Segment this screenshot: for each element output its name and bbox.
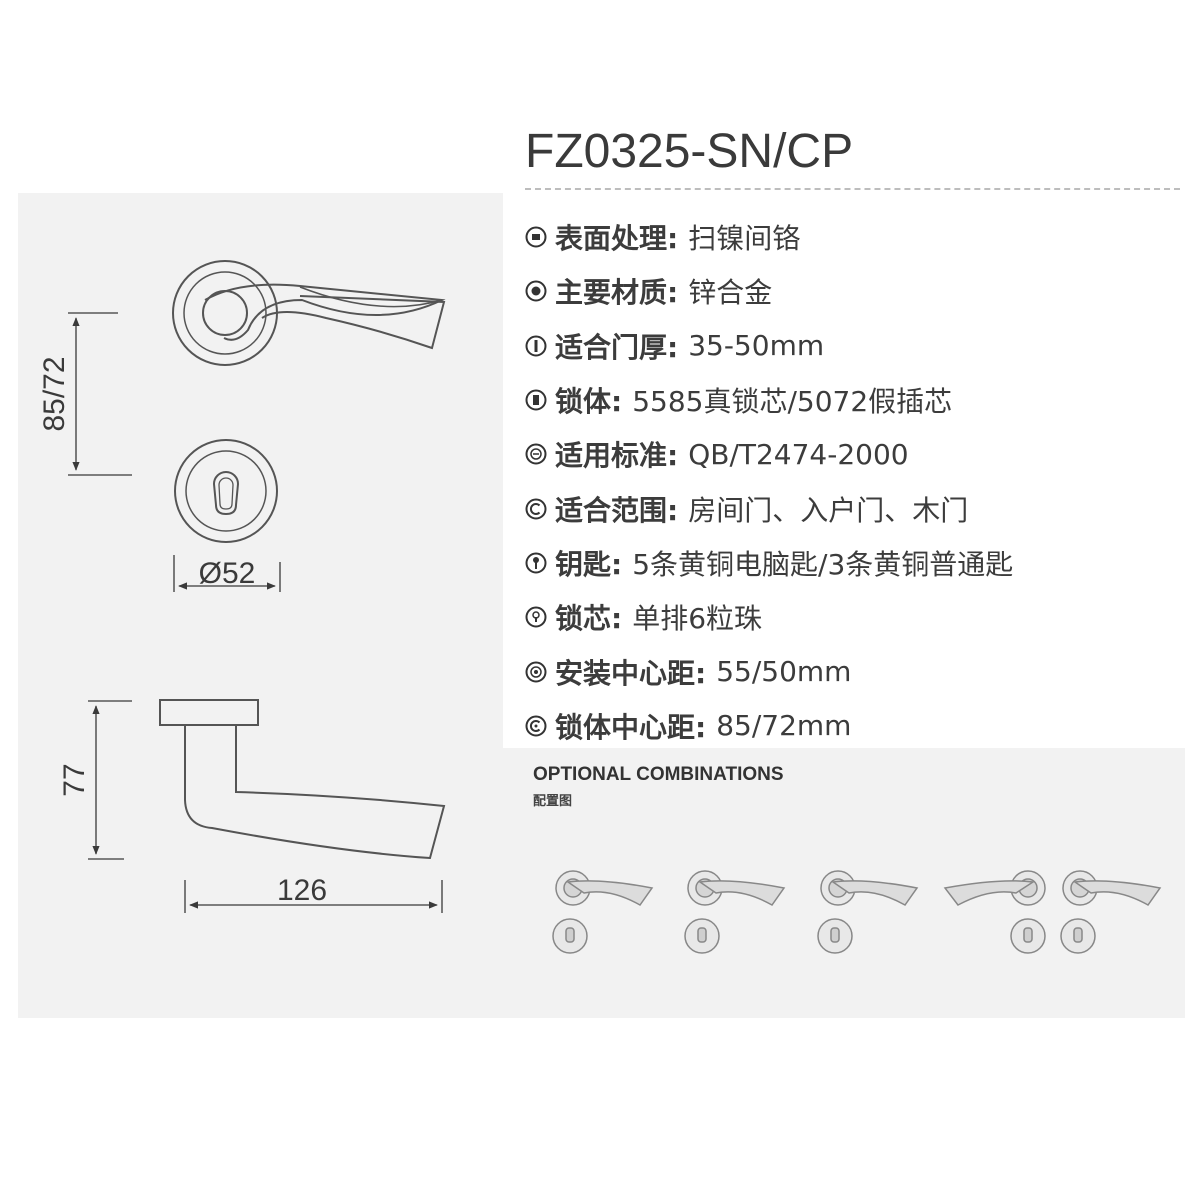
spec-value: 35-50mm <box>688 329 825 363</box>
door-thickness-icon <box>525 335 547 357</box>
spec-label: 适合门厚: <box>555 330 679 364</box>
spec-label: 适合范围: <box>555 493 679 527</box>
product-model-title: FZ0325-SN/CP <box>525 125 854 178</box>
spec-value: 单排6粒珠 <box>632 602 763 636</box>
optional-combinations-title: OPTIONAL COMBINATIONS <box>533 764 784 785</box>
combinations-panel <box>503 748 1185 1018</box>
spec-row: 钥匙: 5条黄铜电脑匙/3条黄铜普通匙 <box>525 536 1185 590</box>
spec-row: 锁体中心距: 85/72mm <box>525 699 1185 753</box>
spec-row: 锁体: 5585真锁芯/5072假插芯 <box>525 373 1185 427</box>
spec-label: 钥匙: <box>555 547 623 581</box>
spec-row: 主要材质: 锌合金 <box>525 264 1185 318</box>
material-icon <box>525 280 547 302</box>
backset-icon <box>525 715 547 737</box>
spec-label: 锁芯: <box>555 602 623 636</box>
technical-drawing-panel <box>18 193 503 1018</box>
spec-value: 5条黄铜电脑匙/3条黄铜普通匙 <box>632 547 1014 581</box>
spec-value: 房间门、入户门、木门 <box>688 493 969 527</box>
spec-row: 适合门厚: 35-50mm <box>525 319 1185 373</box>
spec-row: 适用标准: QB/T2474-2000 <box>525 427 1185 481</box>
spec-row: 安装中心距: 55/50mm <box>525 644 1185 698</box>
spec-row: 锁芯: 单排6粒珠 <box>525 590 1185 644</box>
spec-row: 适合范围: 房间门、入户门、木门 <box>525 481 1185 535</box>
cylinder-icon <box>525 606 547 628</box>
spec-label: 锁体中心距: <box>555 710 707 744</box>
spec-list: 表面处理: 扫镍间铬 主要材质: 锌合金 适合门厚: 35-50mm 锁体: 5… <box>525 210 1185 753</box>
surface-icon <box>525 226 547 248</box>
spec-value: 5585真锁芯/5072假插芯 <box>632 385 953 419</box>
spec-label: 表面处理: <box>555 222 679 256</box>
standard-icon <box>525 443 547 465</box>
spec-value: 锌合金 <box>688 276 773 310</box>
spec-value: 85/72mm <box>716 709 852 743</box>
scope-icon <box>525 498 547 520</box>
spec-value: 扫镍间铬 <box>688 222 801 256</box>
key-icon <box>525 552 547 574</box>
lock-body-icon <box>525 389 547 411</box>
install-distance-icon <box>525 661 547 683</box>
spec-label: 主要材质: <box>555 276 679 310</box>
spec-row: 表面处理: 扫镍间铬 <box>525 210 1185 264</box>
spec-label: 锁体: <box>555 385 623 419</box>
spec-value: QB/T2474-2000 <box>688 437 909 471</box>
spec-value: 55/50mm <box>716 655 852 689</box>
spec-label: 适用标准: <box>555 439 679 473</box>
spec-label: 安装中心距: <box>555 656 707 690</box>
title-divider <box>525 188 1180 190</box>
optional-combinations-subtitle: 配置图 <box>533 794 573 809</box>
